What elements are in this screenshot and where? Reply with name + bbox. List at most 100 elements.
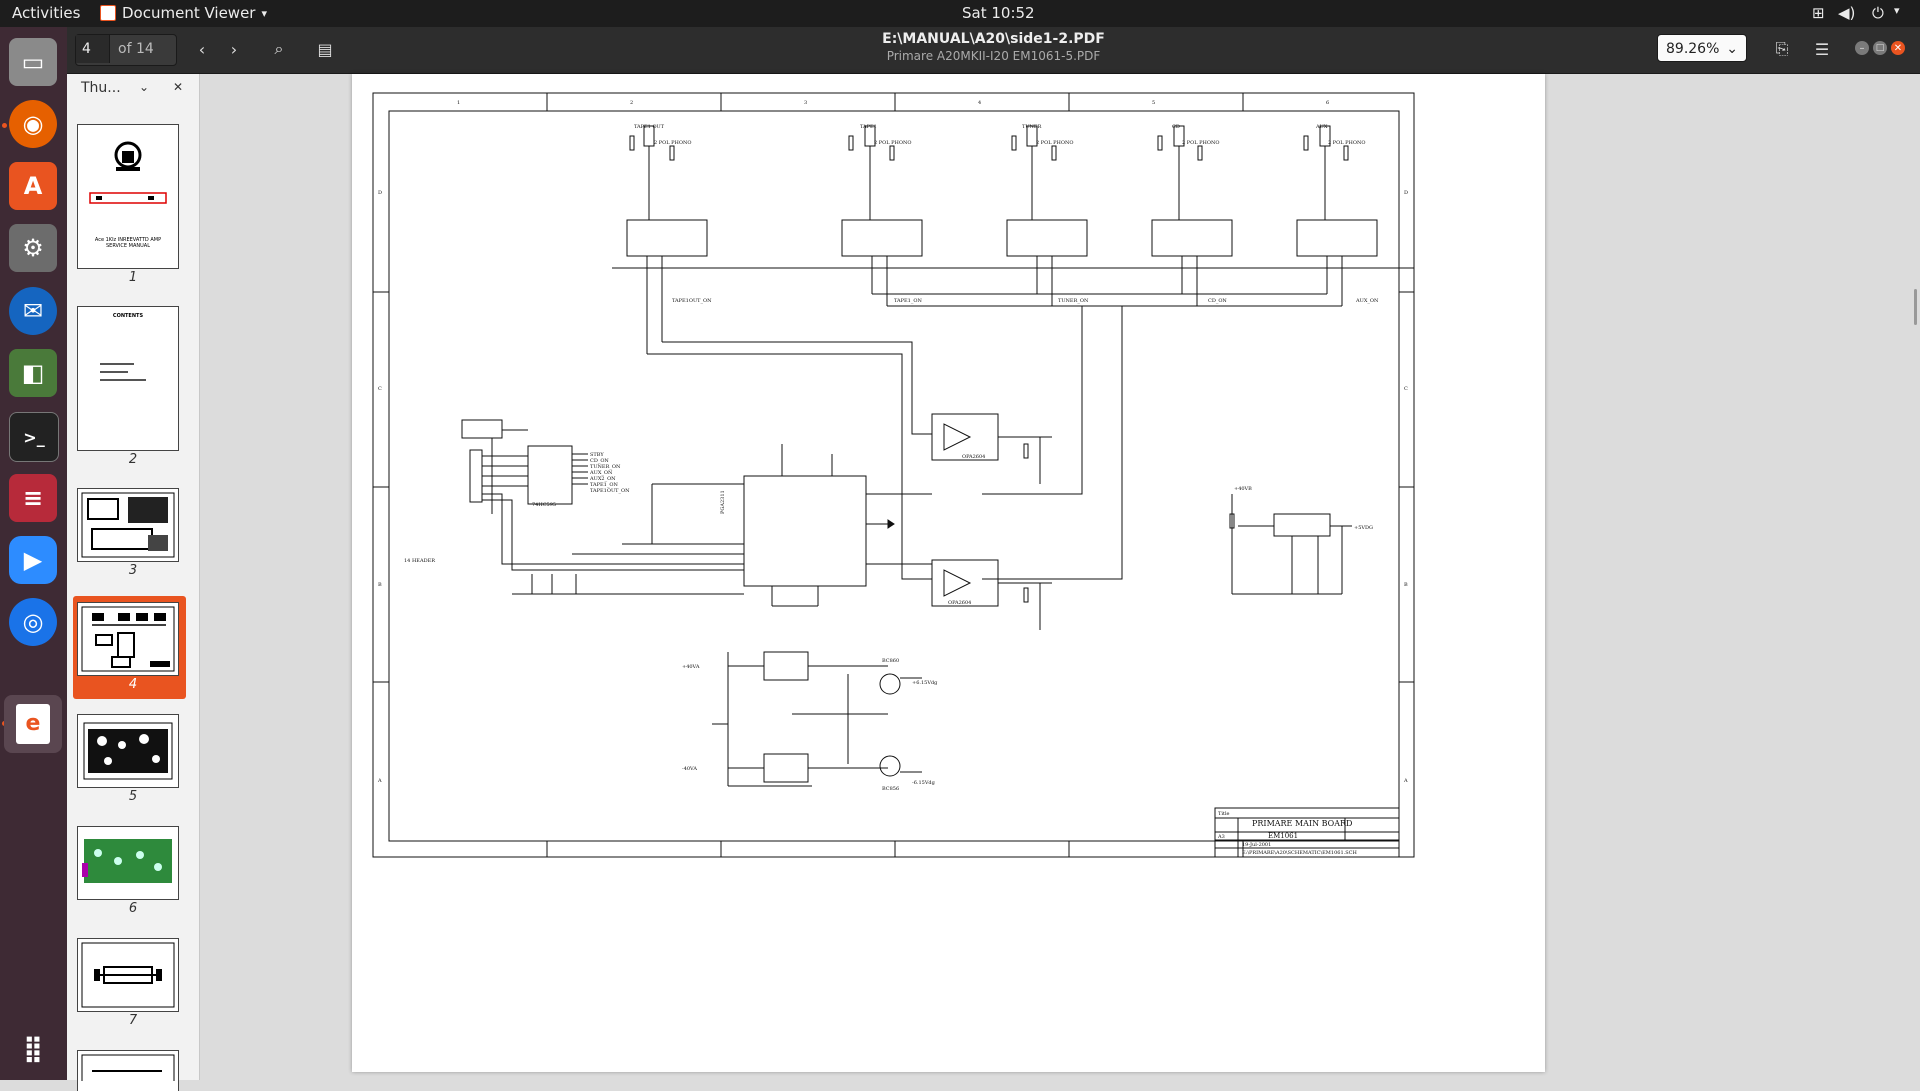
psu-label: +40VB <box>1234 486 1252 492</box>
files-icon[interactable]: ▭ <box>9 38 57 86</box>
psu-label: +6.15Vdg <box>912 680 938 686</box>
schematic-drawing: 1 2 3 4 5 6 D C B A D C B A TAPE1 OUT TA… <box>372 92 1415 858</box>
search-icon: ⌕ <box>274 39 284 58</box>
control-line: CD_ON <box>590 458 609 464</box>
enable-label: AUX_ON <box>1355 298 1379 304</box>
document-viewer-dock-icon[interactable]: e <box>4 695 62 753</box>
chromium-icon[interactable]: ◎ <box>9 598 57 646</box>
page-thumbnail-3[interactable] <box>77 488 179 562</box>
psu-label: +5VDG <box>1354 525 1373 531</box>
ruler-label: 4 <box>978 100 981 106</box>
software-center-icon[interactable]: A <box>9 162 57 210</box>
psu-label: -6.15Vdg <box>912 780 936 786</box>
terminal-icon[interactable]: >_ <box>9 412 59 462</box>
network-icon[interactable]: ⊞ <box>1812 4 1825 22</box>
app-menu[interactable]: Document Viewer ▾ <box>100 4 267 22</box>
pdf-page: 1 2 3 4 5 6 D C B A D C B A TAPE1 OUT TA… <box>352 74 1545 1072</box>
title-block-date: 19-Jul-2001 <box>1242 842 1271 848</box>
page-thumbnail-4[interactable] <box>77 602 179 676</box>
previous-page-button[interactable]: ‹ <box>187 34 217 64</box>
page-thumbnail-6[interactable] <box>77 826 179 900</box>
database-icon[interactable]: ≡ <box>9 474 57 522</box>
disk-usage-icon[interactable]: ◧ <box>9 349 57 397</box>
chevron-right-icon: › <box>230 39 238 59</box>
input-label: TAPE1 <box>860 124 877 130</box>
enable-label: TAPE1OUT_ON <box>672 298 712 304</box>
firefox-icon[interactable]: ◉ <box>9 100 57 148</box>
thumbnail-preview <box>81 606 175 672</box>
annotations-button[interactable]: ▤ <box>310 34 340 64</box>
ruler-label: 1 <box>457 100 460 106</box>
thumbnail-number: 7 <box>128 1013 138 1028</box>
launcher-dock: ▭ ◉ A ⚙ ✉ ◧ >_ ≡ ▶ ◎ e ⣿ <box>0 27 67 1080</box>
ic-label: PGA2311 <box>720 490 726 514</box>
thumbnail-heading: CONTENTS <box>112 313 144 319</box>
page-selector[interactable]: 4 of 14 <box>75 34 177 66</box>
thumbnail-number: 4 <box>128 677 138 692</box>
maximize-icon: □ <box>1875 43 1885 53</box>
close-button[interactable]: ✕ <box>1891 41 1905 55</box>
power-icon[interactable]: ⏻ <box>1872 4 1884 22</box>
title-block-number: EM1061 <box>1268 832 1298 840</box>
chevron-down-icon: ▾ <box>261 6 268 20</box>
page-total: of 14 <box>118 41 154 57</box>
thunderbird-icon[interactable]: ✉ <box>9 287 57 335</box>
thumbnail-sidebar: Thu... ⌄ ✕ Ace 1KIz INREEVATTD AMP SERVI… <box>67 74 200 1091</box>
enable-label: CD_ON <box>1208 298 1227 304</box>
page-thumbnail-7[interactable] <box>77 938 179 1012</box>
next-page-button[interactable]: › <box>219 34 249 64</box>
thumbnail-number: 3 <box>128 563 138 578</box>
psu-label: +40VA <box>682 664 700 670</box>
page-thumbnail-1[interactable]: Ace 1KIz INREEVATTD AMP SERVICE MANUAL <box>77 124 179 269</box>
title-block-file: E:\PRIMARE\A20\SCHEMATIC\EM1061.SCH <box>1242 850 1357 856</box>
chevron-down-icon[interactable]: ⌄ <box>139 80 150 94</box>
title-block-title: PRIMARE MAIN BOARD <box>1252 819 1352 828</box>
volume-icon[interactable]: ◀) <box>1838 4 1856 22</box>
chevron-down-icon[interactable]: ▾ <box>1894 4 1900 17</box>
page-thumbnail-2[interactable]: CONTENTS <box>77 306 179 451</box>
ic-label: OPA2604 <box>948 600 971 606</box>
show-apps-icon[interactable]: ⣿ <box>22 1034 44 1064</box>
control-line: AUX2_ON <box>589 476 616 482</box>
send-to-button[interactable]: ⎘ <box>1767 34 1797 64</box>
thumbnail-number: 2 <box>128 452 138 467</box>
send-icon: ⎘ <box>1775 39 1789 58</box>
thumbnail-number: 6 <box>128 901 138 916</box>
search-button[interactable]: ⌕ <box>264 34 294 64</box>
phono-label: 2 POL PHONO <box>874 140 911 146</box>
document-view[interactable]: 1 2 3 4 5 6 D C B A D C B A TAPE1 OUT TA… <box>200 74 1920 1080</box>
sidebar-mode-selector[interactable]: Thu... <box>81 80 121 96</box>
scrollbar-thumb[interactable] <box>1914 289 1917 325</box>
psu-label: BC856 <box>882 786 899 792</box>
document-title: E:\MANUAL\A20\side1-2.PDF <box>882 31 1105 47</box>
app-menu-label: Document Viewer <box>122 4 256 22</box>
input-label: TAPE1 OUT <box>634 124 665 130</box>
chevron-down-icon: ⌄ <box>1726 41 1738 57</box>
ruler-label: 3 <box>804 100 807 106</box>
settings-icon[interactable]: ⚙ <box>9 224 57 272</box>
activities-button[interactable]: Activities <box>12 4 81 22</box>
zoom-selector[interactable]: 89.26% ⌄ <box>1657 34 1747 62</box>
ruler-label: C <box>378 386 382 392</box>
document-icon: ▤ <box>317 39 333 59</box>
minimize-button[interactable]: – <box>1855 41 1869 55</box>
ruler-label: A <box>377 778 382 784</box>
thumbnail-preview <box>81 942 175 1008</box>
maximize-button[interactable]: □ <box>1873 41 1887 55</box>
control-line: STBY <box>590 452 604 458</box>
ruler-label: 5 <box>1152 100 1155 106</box>
page-thumbnail-8[interactable] <box>77 1050 179 1091</box>
minimize-icon: – <box>1859 42 1865 54</box>
zoom-icon[interactable]: ▶ <box>9 536 57 584</box>
page-number-input[interactable]: 4 <box>76 35 110 63</box>
title-block-size: A3 <box>1217 834 1225 840</box>
page-thumbnail-5[interactable] <box>77 714 179 788</box>
sidebar-close-icon[interactable]: ✕ <box>173 80 184 94</box>
clock[interactable]: Sat 10:52 <box>962 4 1035 22</box>
ruler-label: A <box>1403 778 1408 784</box>
thumbnail-preview <box>100 363 146 381</box>
menu-button[interactable]: ☰ <box>1807 34 1837 64</box>
input-label: TUNER <box>1022 124 1042 130</box>
control-line: TAPE1_ON <box>590 482 618 488</box>
ic-label: OPA2604 <box>962 454 985 460</box>
